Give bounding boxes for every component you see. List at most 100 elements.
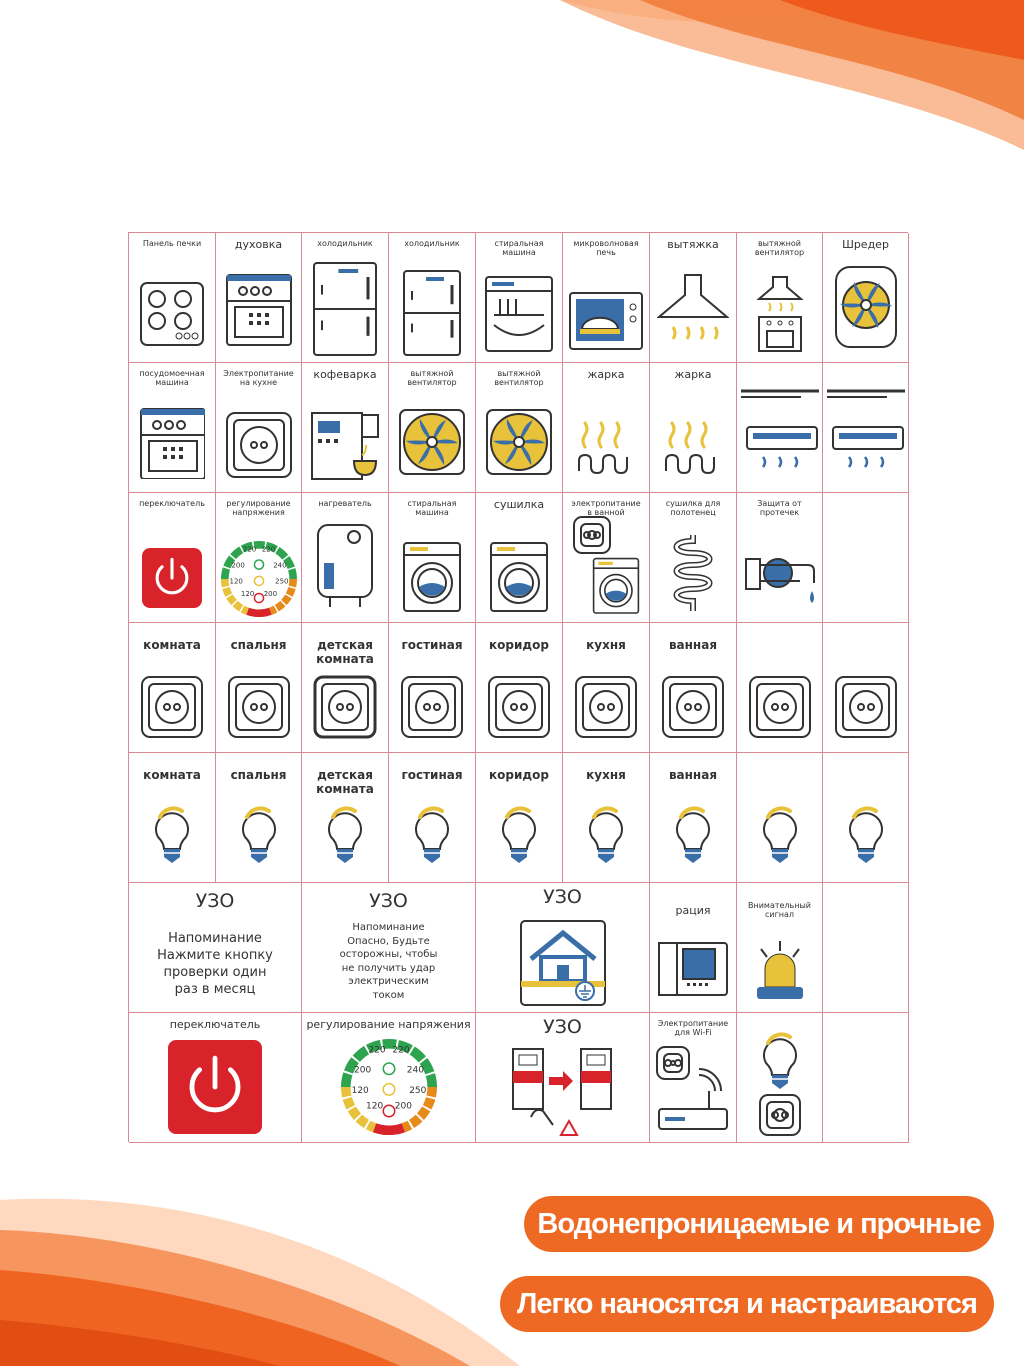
sticker-label: жарка (674, 368, 712, 381)
uzo-title: УЗО (369, 890, 408, 912)
sticker-label: кухня (586, 638, 626, 652)
range-hood-icon (657, 274, 729, 340)
sticker-label: комната (143, 768, 201, 782)
intercom-icon (658, 942, 728, 996)
uzo-breaker-cell: УЗО (476, 1013, 650, 1143)
sticker-cell: электропитание в ванной (563, 493, 650, 623)
sticker-label: коридор (489, 638, 549, 652)
leak-protection-icon (744, 558, 815, 603)
sticker-label: Панель печки (142, 239, 202, 248)
sticker-label: детская комната (316, 638, 374, 666)
wifi-label: Электропитание для Wi-Fi (657, 1019, 729, 1038)
sticker-label: Защита от протечек (757, 499, 802, 518)
light-bulb-icon (848, 806, 883, 863)
sticker-label: регулирование напряжения (226, 499, 291, 518)
sticker-cell: холодильник (389, 233, 476, 363)
empty-cell (823, 1013, 909, 1143)
fridge-icon (403, 270, 461, 356)
light-bulb-icon (155, 806, 189, 863)
svg-text:220: 220 (392, 1045, 409, 1055)
sticker-cell: гостиная (389, 753, 476, 883)
bulb-socket-cell (737, 1013, 823, 1143)
sticker-label: вытяжной вентилятор (407, 369, 457, 388)
circuit-breaker-icon (511, 1048, 612, 1136)
sticker-label: холодильник (317, 239, 373, 248)
svg-text:220: 220 (368, 1045, 385, 1055)
wall-socket-icon (834, 676, 897, 738)
wall-socket-icon (748, 676, 811, 738)
sticker-cell: вытяжной вентилятор (389, 363, 476, 493)
frying-icon (578, 421, 628, 475)
uzo-reminder-cell: УЗО Напоминание Нажмите кнопку проверки о… (129, 883, 302, 1013)
light-bulb-icon (502, 806, 536, 863)
wall-socket-icon (141, 676, 203, 738)
sticker-label: гостиная (401, 638, 463, 652)
sticker-cell: спальня (216, 623, 302, 753)
sticker-label: стиральная машина (494, 239, 544, 258)
sticker-label: электропитание в ванной (571, 499, 641, 518)
wall-socket-icon (401, 676, 463, 738)
sticker-cell: коридор (476, 623, 563, 753)
svg-text:250: 250 (275, 578, 288, 586)
power-button-icon (168, 1040, 262, 1134)
wall-socket-icon (575, 676, 637, 738)
sticker-cell: стиральная машина (389, 493, 476, 623)
light-bulb-icon (676, 806, 710, 863)
uzo-house-cell: УЗО (476, 883, 650, 1013)
sticker-cell (737, 363, 823, 493)
sticker-cell: детская комната (302, 753, 389, 883)
uzo-reminder-text: Напоминание Нажмите кнопку проверки один… (157, 931, 273, 997)
sticker-cell: спальня (216, 753, 302, 883)
exhaust-fan-stove-icon (755, 276, 804, 352)
sticker-label: стиральная машина (407, 499, 457, 518)
sticker-cell (823, 623, 909, 753)
svg-text:120: 120 (351, 1086, 368, 1096)
sticker-label: вытяжной вентилятор (494, 369, 544, 388)
water-heater-icon (317, 524, 373, 607)
sticker-cell: Панель печки (129, 233, 216, 363)
sticker-label: сушилка для полотенец (665, 499, 721, 518)
sticker-cell: вытяжной вентилятор (737, 233, 823, 363)
house-grounding-icon (519, 920, 606, 1006)
intercom-cell: рация (650, 883, 737, 1013)
sticker-cell: ванная (650, 753, 737, 883)
sticker-cell: гостиная (389, 623, 476, 753)
sticker-cell: Защита от протечек (737, 493, 823, 623)
sticker-cell: жарка (563, 363, 650, 493)
svg-text:120: 120 (240, 590, 253, 598)
uzo-title: УЗО (543, 1016, 582, 1038)
sticker-cell: кофеварка (302, 363, 389, 493)
uzo-title: УЗО (195, 890, 235, 912)
light-bulb-icon (328, 806, 362, 863)
wall-socket-icon (313, 675, 377, 739)
sticker-cell: вытяжка (650, 233, 737, 363)
alarm-label: Внимательный сигнал (747, 901, 811, 920)
sticker-label: духовка (234, 238, 283, 251)
sticker-label: переключатель (139, 499, 205, 508)
sticker-label: холодильник (404, 239, 460, 248)
banner-easy-apply: Легко наносятся и настраиваются (500, 1276, 994, 1332)
exhaust-fan-icon (486, 409, 552, 475)
power-button-icon (142, 548, 202, 608)
sticker-cell: нагреватель (302, 493, 389, 623)
bathroom-power-icon (573, 516, 640, 614)
dishwasher-icon (485, 276, 553, 352)
sticker-label: кофеварка (313, 368, 377, 381)
svg-text:200: 200 (354, 1066, 371, 1076)
wall-socket-icon (758, 1094, 801, 1136)
alarm-cell: Внимательный сигнал (737, 883, 823, 1013)
shredder-fan-icon (834, 266, 897, 348)
sticker-label: Электропитание на кухне (223, 369, 294, 388)
sticker-cell (823, 753, 909, 883)
svg-text:200: 200 (394, 1102, 411, 1112)
sticker-cell: жарка (650, 363, 737, 493)
frying-icon (665, 421, 715, 475)
light-bulb-icon (762, 806, 797, 863)
air-conditioner-icon (740, 389, 819, 468)
sticker-cell (737, 623, 823, 753)
wall-socket-icon (662, 676, 724, 738)
banner-waterproof: Водонепроницаемые и прочные (524, 1196, 994, 1252)
sticker-cell: микроволновая печь (563, 233, 650, 363)
